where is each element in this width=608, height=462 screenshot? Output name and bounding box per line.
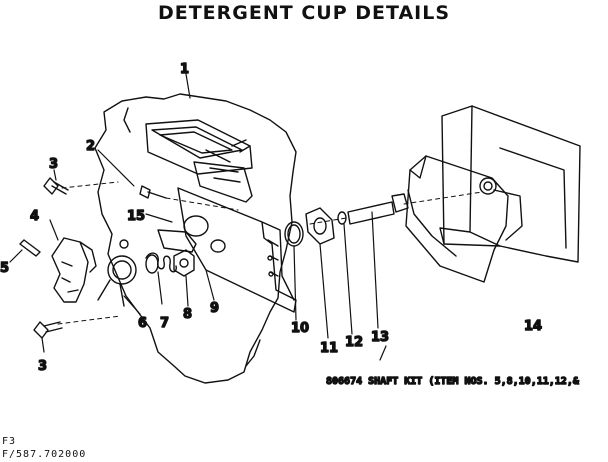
part-label-7: 7 xyxy=(160,316,169,331)
shaft xyxy=(347,193,409,225)
part-label-12: 12 xyxy=(345,335,363,350)
part-label-9: 9 xyxy=(210,301,219,316)
leader-lines xyxy=(9,73,387,361)
footer-code-line-2: F/587.702000 xyxy=(2,449,87,460)
detergent-cup xyxy=(145,119,253,203)
bushing xyxy=(305,207,335,245)
cup-housing xyxy=(405,105,581,283)
footer-code-line-1: F3 xyxy=(2,436,17,447)
part-label-14: 14 xyxy=(524,319,542,334)
part-label-1: 1 xyxy=(180,62,189,77)
part-label-2: 2 xyxy=(86,139,95,154)
part-label-11: 11 xyxy=(320,341,338,356)
panel-tear-edge xyxy=(123,107,261,367)
shaft-kit-note: 806674 SHAFT KIT (ITEM NOS. 5,8,10,11,12… xyxy=(326,376,580,387)
torsion-spring xyxy=(97,255,137,307)
washer-ring xyxy=(284,221,304,247)
part-label-3-lower: 3 xyxy=(38,359,47,374)
coil-spring xyxy=(145,252,177,274)
part-label-15: 15 xyxy=(127,209,145,224)
part-label-10: 10 xyxy=(291,321,309,336)
latch-pin xyxy=(19,239,41,257)
screw-upper xyxy=(43,177,69,195)
part-label-8: 8 xyxy=(183,307,192,322)
part-label-6: 6 xyxy=(138,316,147,331)
inner-door-panel xyxy=(94,93,297,384)
screw-part-2 xyxy=(139,185,167,199)
part-label-4: 4 xyxy=(30,209,39,224)
small-bracket xyxy=(119,229,197,253)
hex-nut xyxy=(173,249,195,277)
alignment-lines xyxy=(57,181,483,325)
screw-lower xyxy=(33,321,63,339)
latch xyxy=(51,237,97,303)
part-label-13: 13 xyxy=(371,330,389,345)
cup-plate xyxy=(177,187,297,313)
part-label-3-upper: 3 xyxy=(49,157,58,172)
diagram-title: DETERGENT CUP DETAILS xyxy=(157,2,451,24)
part-label-5: 5 xyxy=(0,261,9,276)
